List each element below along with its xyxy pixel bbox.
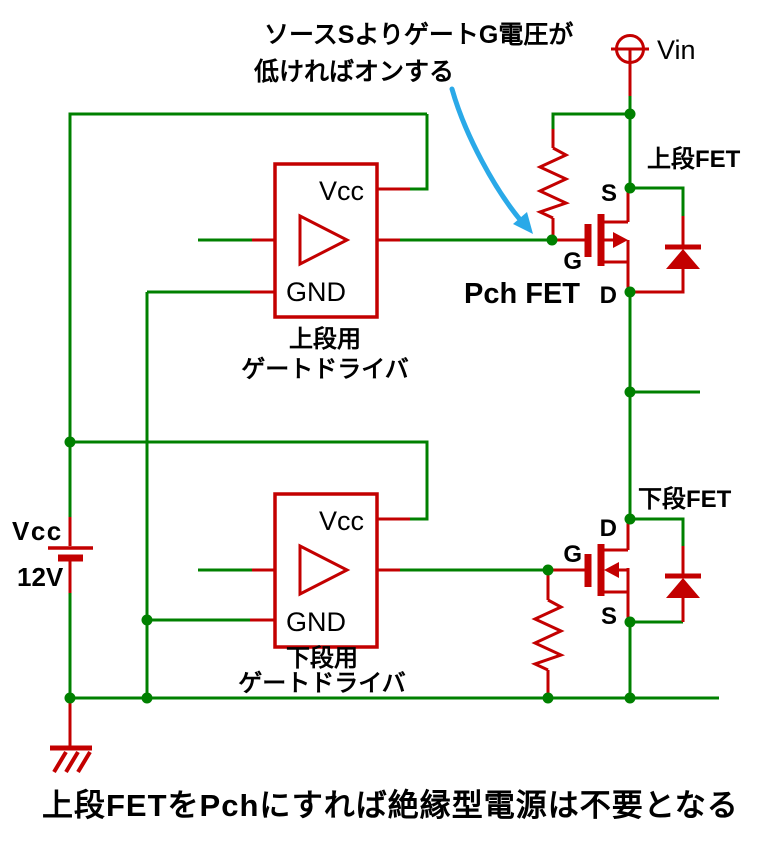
wire-upper-diode-top xyxy=(632,186,685,216)
upper-driver-label-line2: ゲートドライバ xyxy=(241,356,409,383)
ground-slash-3 xyxy=(76,750,92,774)
wire-lower-diode-top xyxy=(632,517,685,546)
upper-gate-driver: Vcc GND 上段用 ゲートドライバ xyxy=(241,162,409,383)
upper-body-diode-anode-lead xyxy=(632,269,685,294)
ground-slash-2 xyxy=(64,750,80,774)
upper-fet-pin-d: D xyxy=(600,282,617,309)
battery-name-label: Vcc xyxy=(12,516,63,546)
junction-dot xyxy=(624,182,636,194)
lower-fet-nch-arrow-icon xyxy=(604,562,619,578)
junction-dot xyxy=(64,692,76,704)
upper-fet-pch-arrow-icon xyxy=(613,232,628,248)
annotation-line1: ソースSよりゲートG電圧が xyxy=(264,20,573,49)
lower-driver-vcc-pin-label: Vcc xyxy=(319,506,364,536)
pch-fet-highlight-label: Pch FET xyxy=(464,278,580,310)
upper-gate-pullup-resistor xyxy=(535,146,571,220)
upper-fet: 上段FET S G D Pch FET xyxy=(464,145,741,310)
callout-arrow-curve xyxy=(449,86,525,225)
lower-fet-source-leg xyxy=(604,568,630,621)
upper-fet-pin-g: G xyxy=(563,248,582,275)
junction-dot xyxy=(624,286,636,298)
junction-dot xyxy=(542,692,554,704)
vin-port: Vin xyxy=(611,34,696,65)
junction-dot xyxy=(624,108,636,120)
lower-driver-buffer-icon xyxy=(298,543,351,597)
junction-dot xyxy=(624,692,636,704)
lower-gate-driver: Vcc GND 下段用 ゲートドライバ xyxy=(238,492,406,697)
lower-fet-drain-leg xyxy=(604,521,630,552)
ground-slash-1 xyxy=(52,750,68,774)
battery-voltage-label: 12V xyxy=(17,562,64,592)
upper-driver-buffer-icon xyxy=(298,213,351,267)
junction-dot xyxy=(141,614,153,626)
junction-dot xyxy=(624,386,636,398)
lower-fet: 下段FET D G S xyxy=(548,485,732,630)
lower-driver-label-line2: ゲートドライバ xyxy=(238,670,406,697)
upper-fet-drain-leg xyxy=(604,240,630,293)
junction-dot xyxy=(624,616,636,628)
vin-label: Vin xyxy=(657,35,696,65)
ground-symbol-icon xyxy=(50,745,92,774)
callout-arrowhead-icon xyxy=(513,212,533,234)
junction-dot xyxy=(624,513,636,525)
wire-upper-vcc-feed xyxy=(410,114,429,191)
lower-driver-label-line1: 下段用 xyxy=(286,644,358,672)
lower-gate-pulldown-resistor xyxy=(530,598,566,672)
lower-fet-pin-d: D xyxy=(600,515,617,542)
junction-dot xyxy=(546,234,558,246)
upper-driver-vcc-pin-label: Vcc xyxy=(319,176,364,206)
wire-vcc-top-loop xyxy=(68,112,427,517)
caption-text: 上段FETをPchにすれば絶縁型電源は不要となる xyxy=(42,788,739,823)
lower-fet-pin-g: G xyxy=(563,541,582,568)
upper-driver-gnd-pin-label: GND xyxy=(286,277,346,307)
wire-lower-vcc-feed xyxy=(70,440,429,521)
vcc-battery: Vcc 12V xyxy=(12,516,93,592)
upper-body-diode-triangle xyxy=(666,249,700,269)
annotation-line2: 低ければオンする xyxy=(253,58,454,86)
lower-driver-gnd-pin-label: GND xyxy=(286,607,346,637)
lower-fet-pin-s: S xyxy=(601,603,617,630)
upper-fet-name: 上段FET xyxy=(647,145,741,173)
lower-body-diode-triangle xyxy=(666,578,700,598)
junction-dot xyxy=(542,564,554,576)
green-wires xyxy=(68,96,719,700)
annotation-callout: ソースSよりゲートG電圧が 低ければオンする xyxy=(253,20,573,234)
junction-dot xyxy=(64,436,76,448)
upper-fet-source-leg xyxy=(604,190,630,224)
upper-fet-pin-s: S xyxy=(601,180,617,207)
junction-dot xyxy=(141,692,153,704)
lower-fet-name: 下段FET xyxy=(638,485,732,513)
junction-dots xyxy=(64,108,636,704)
upper-driver-label-line1: 上段用 xyxy=(289,325,361,353)
wire-pullup-top xyxy=(551,112,630,129)
